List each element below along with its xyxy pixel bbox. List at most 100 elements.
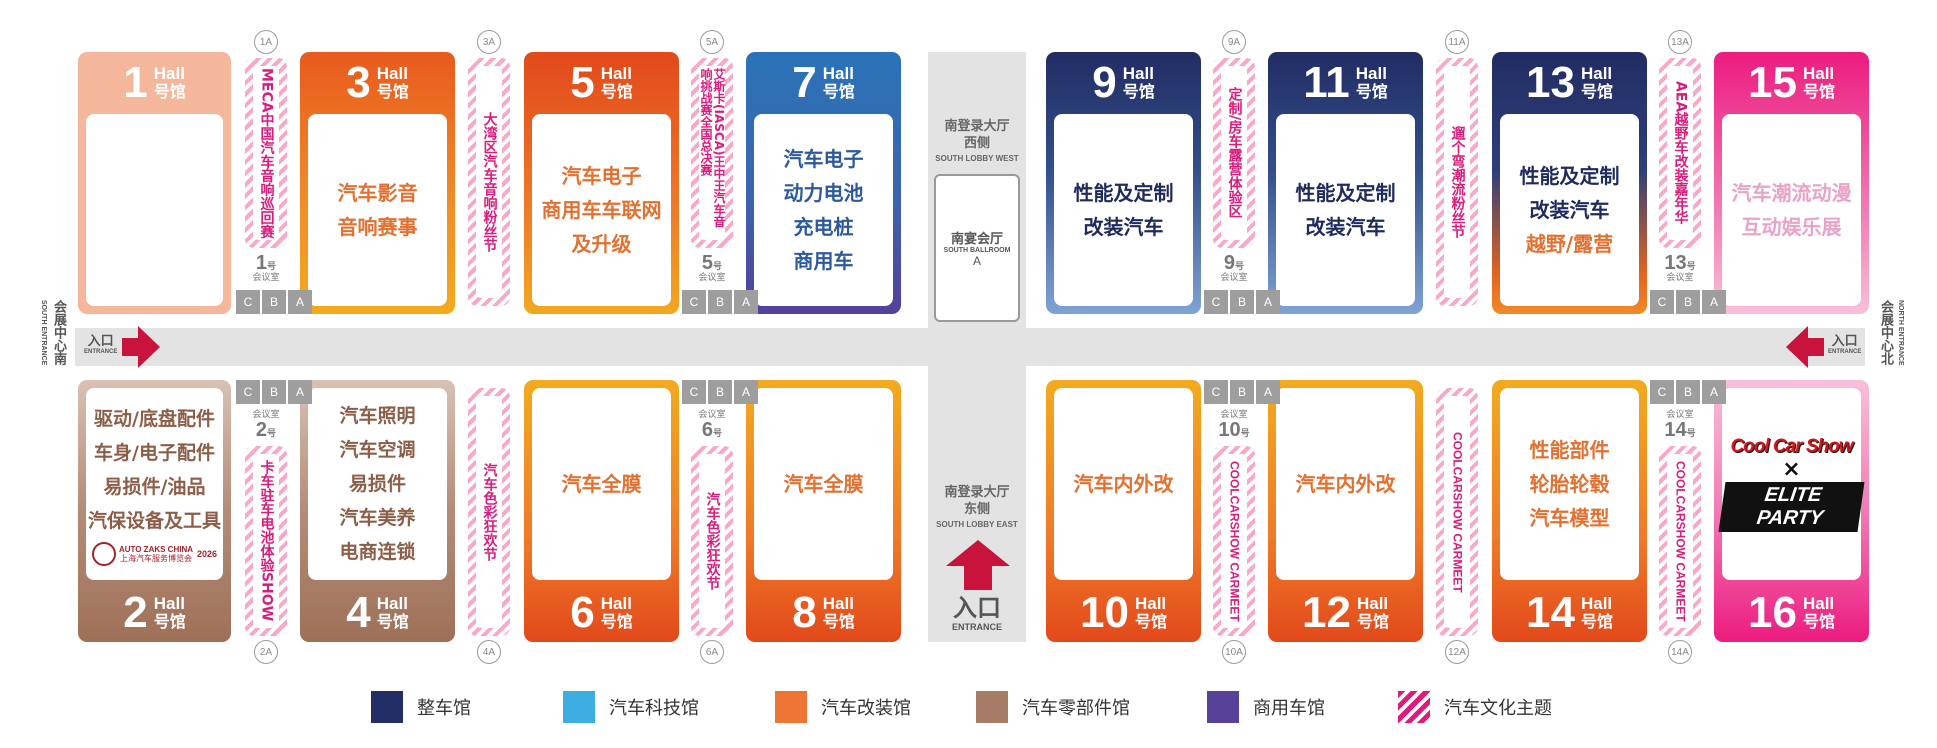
legend-swatch [775, 691, 807, 723]
section-b[interactable]: B [1676, 290, 1700, 314]
hall-line: 电商连锁 [339, 541, 416, 563]
section-b[interactable]: B [1230, 380, 1254, 404]
meeting-room-1[interactable]: 1号会议室 [241, 253, 291, 283]
zone-code-4a: 4A [477, 640, 501, 664]
hall-en: Hall [1580, 64, 1613, 83]
hall-number: 12 [1302, 588, 1351, 637]
legend-swatch-striped [1398, 691, 1430, 723]
section-b[interactable]: B [262, 290, 286, 314]
section-a[interactable]: A [734, 380, 758, 404]
section-a[interactable]: A [1702, 290, 1726, 314]
section-a[interactable]: A [1702, 380, 1726, 404]
culture-zone-5a[interactable]: 艾斯卡(IASCA)王中王汽车音响挑战赛全国总决赛 [691, 58, 733, 248]
hall-zh: 号馆 [822, 612, 855, 631]
room-number: 13 [1664, 252, 1687, 274]
section-a[interactable]: A [1256, 290, 1280, 314]
section-a[interactable]: A [734, 290, 758, 314]
hall-zh: 号馆 [1355, 82, 1388, 101]
section-c[interactable]: C [236, 290, 260, 314]
room-number: 10 [1218, 419, 1241, 441]
culture-zone-11a[interactable]: 遛个弯潮流粉丝节 [1436, 58, 1478, 306]
culture-zone-14a[interactable]: COOLCARSHOW CARMEET [1659, 446, 1701, 636]
room-unit: 号 [1686, 262, 1696, 272]
section-b[interactable]: B [708, 290, 732, 314]
culture-zone-2a[interactable]: 卡车驻车电池体验SHOW [245, 446, 287, 636]
south-entrance[interactable]: 入口 ENTRANCE [928, 594, 1026, 632]
room-label: 会议室 [1666, 410, 1694, 420]
meeting-room-13[interactable]: 13号会议室 [1655, 253, 1705, 283]
section-c[interactable]: C [236, 380, 260, 404]
section-b[interactable]: B [262, 380, 286, 404]
section-c[interactable]: C [682, 290, 706, 314]
times-symbol: × [1782, 457, 1801, 482]
zone-code-9a: 9A [1222, 30, 1246, 54]
culture-zone-1a[interactable]: MECA中国汽车音响巡回赛 [245, 58, 287, 248]
hall-en: Hall [1122, 64, 1154, 83]
culture-zone-6a[interactable]: 汽车色彩狂欢节 [691, 446, 733, 636]
north-side-zh: 会展中心北 [1878, 300, 1893, 365]
hall-line: 性能及定制 [1519, 164, 1620, 188]
hall-content: 汽车影音 音响赛事 [308, 114, 447, 306]
west-entrance-arrow-icon [122, 326, 160, 368]
east-entrance[interactable]: 入口 ENTRANCE [1828, 335, 1861, 356]
culture-zone-10a[interactable]: COOLCARSHOW CARMEET [1213, 446, 1255, 636]
hall-en: Hall [153, 594, 185, 613]
section-b[interactable]: B [1676, 380, 1700, 404]
south-lobby-west: 南登录大厅 西侧 SOUTH LOBBY WEST [928, 118, 1026, 163]
culture-zone-12a[interactable]: COOLCARSHOW CARMEET [1436, 388, 1478, 636]
hall-en: Hall [376, 64, 408, 83]
culture-zone-4a[interactable]: 汽车色彩狂欢节 [468, 388, 510, 636]
hall-number: 2 [123, 588, 148, 637]
hall-2[interactable]: 驱动/底盘配件 车身/电子配件 易损件/油品 汽保设备及工具 AUTO ZAKS… [78, 380, 231, 642]
culture-zone-3a[interactable]: 大湾区汽车音响粉丝节 [468, 58, 510, 306]
hall-content: 汽车潮流动漫 互动娱乐展 [1722, 114, 1861, 306]
culture-label: 遛个弯潮流粉丝节 [1449, 126, 1466, 238]
section-a[interactable]: A [288, 290, 312, 314]
logo-year: 2026 [197, 549, 218, 559]
section-b[interactable]: B [708, 380, 732, 404]
hall-en: Hall [600, 64, 632, 83]
section-c[interactable]: C [1204, 290, 1228, 314]
section-a[interactable]: A [1256, 380, 1280, 404]
section-c[interactable]: C [1650, 380, 1674, 404]
hall-number: 13 [1526, 58, 1575, 107]
meeting-room-5[interactable]: 5号会议室 [687, 253, 737, 283]
zone-code-6a: 6A [700, 640, 724, 664]
west-entrance[interactable]: 入口 ENTRANCE [84, 335, 117, 356]
section-c[interactable]: C [682, 380, 706, 404]
section-b[interactable]: B [1230, 290, 1254, 314]
section-c[interactable]: C [1650, 290, 1674, 314]
section-c[interactable]: C [1204, 380, 1228, 404]
hall-content: 汽车内外改 [1276, 388, 1415, 580]
culture-zone-9a[interactable]: 定制/房车露营体验区 [1213, 58, 1255, 248]
room-number: 1 [255, 252, 268, 274]
hall-line: 改装汽车 [1083, 215, 1164, 239]
south-ballroom[interactable]: 南宴会厅 SOUTH BALLROOM A [934, 174, 1020, 322]
meeting-room-9[interactable]: 9号会议室 [1209, 253, 1259, 283]
culture-zone-13a[interactable]: AEA越野车改装嘉年华 [1659, 58, 1701, 248]
section-a[interactable]: A [288, 380, 312, 404]
